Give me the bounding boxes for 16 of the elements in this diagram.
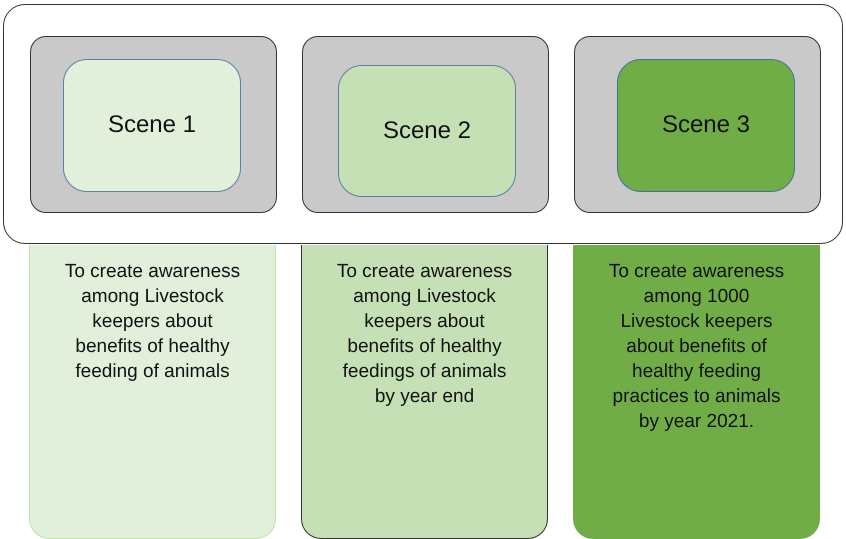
scene-title: Scene 3 (662, 111, 750, 140)
scene-box (63, 59, 241, 192)
scene-box (338, 65, 516, 197)
scene-card (574, 36, 821, 213)
objective-panel (573, 245, 820, 539)
scene-box (617, 59, 795, 192)
objective-panel (29, 245, 276, 539)
frame-panel (3, 4, 843, 244)
scene-card (30, 36, 277, 213)
scene-card (302, 36, 549, 213)
scene-title: Scene 1 (108, 111, 196, 140)
objective-text: To create awareness among Livestock keepers about benefits of healthy feeding of animals (64, 260, 242, 384)
objective-text: To create awareness among 1000 Livestock keepers about benefits of healthy feeding practices to animals by year 2021. (608, 260, 786, 434)
objective-text: To create awareness among Livestock keepers about benefits of healthy feedings of animals by year end (336, 260, 514, 410)
objective-panel (301, 245, 548, 539)
scene-title: Scene 2 (382, 116, 472, 146)
